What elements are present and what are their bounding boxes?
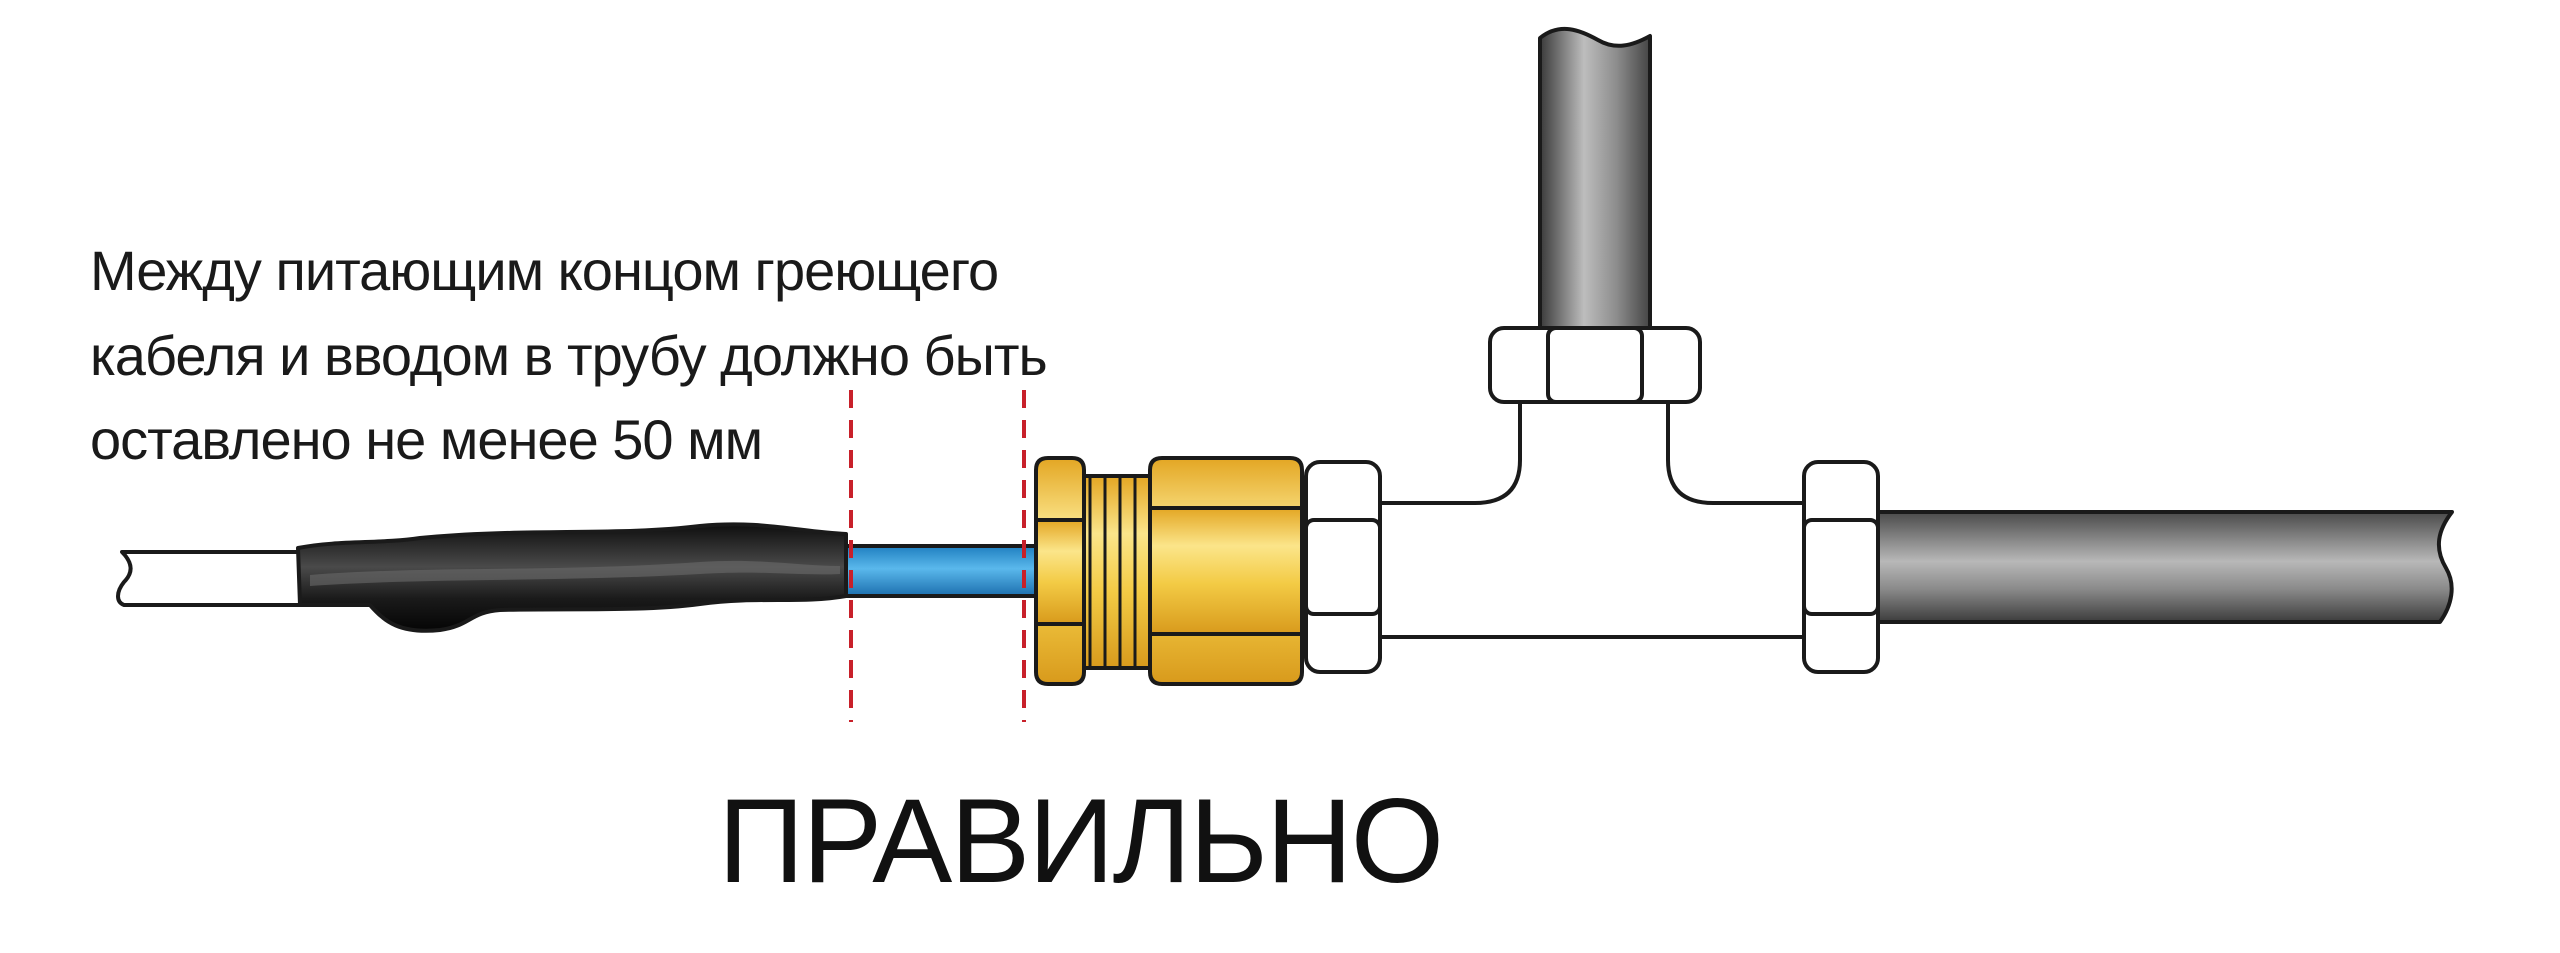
tee-fitting-icon [1304, 326, 1880, 674]
vertical-pipe-icon [1538, 26, 1652, 334]
verdict-label: ПРАВИЛЬНО [718, 774, 1442, 908]
note-line-2: кабеля и вводом в трубу должно быть [90, 324, 1047, 387]
note-line-1: Между питающим концом греющего [90, 239, 998, 302]
installation-note: Между питающим концом греющего кабеля и … [90, 239, 1048, 471]
clearance-guide-lines [849, 390, 1026, 722]
tee-left-nut-icon [1304, 460, 1382, 674]
heat-shrink-coupling-icon [296, 522, 848, 633]
tee-right-nut-icon [1802, 460, 1880, 674]
cable-gland-icon [1034, 456, 1304, 686]
note-line-3: оставлено не менее 50 мм [90, 408, 762, 471]
pipe-icon [1876, 510, 2454, 624]
power-cable-icon [116, 550, 304, 607]
heating-cable-icon [844, 544, 1038, 598]
tee-top-nut-icon [1488, 326, 1702, 404]
